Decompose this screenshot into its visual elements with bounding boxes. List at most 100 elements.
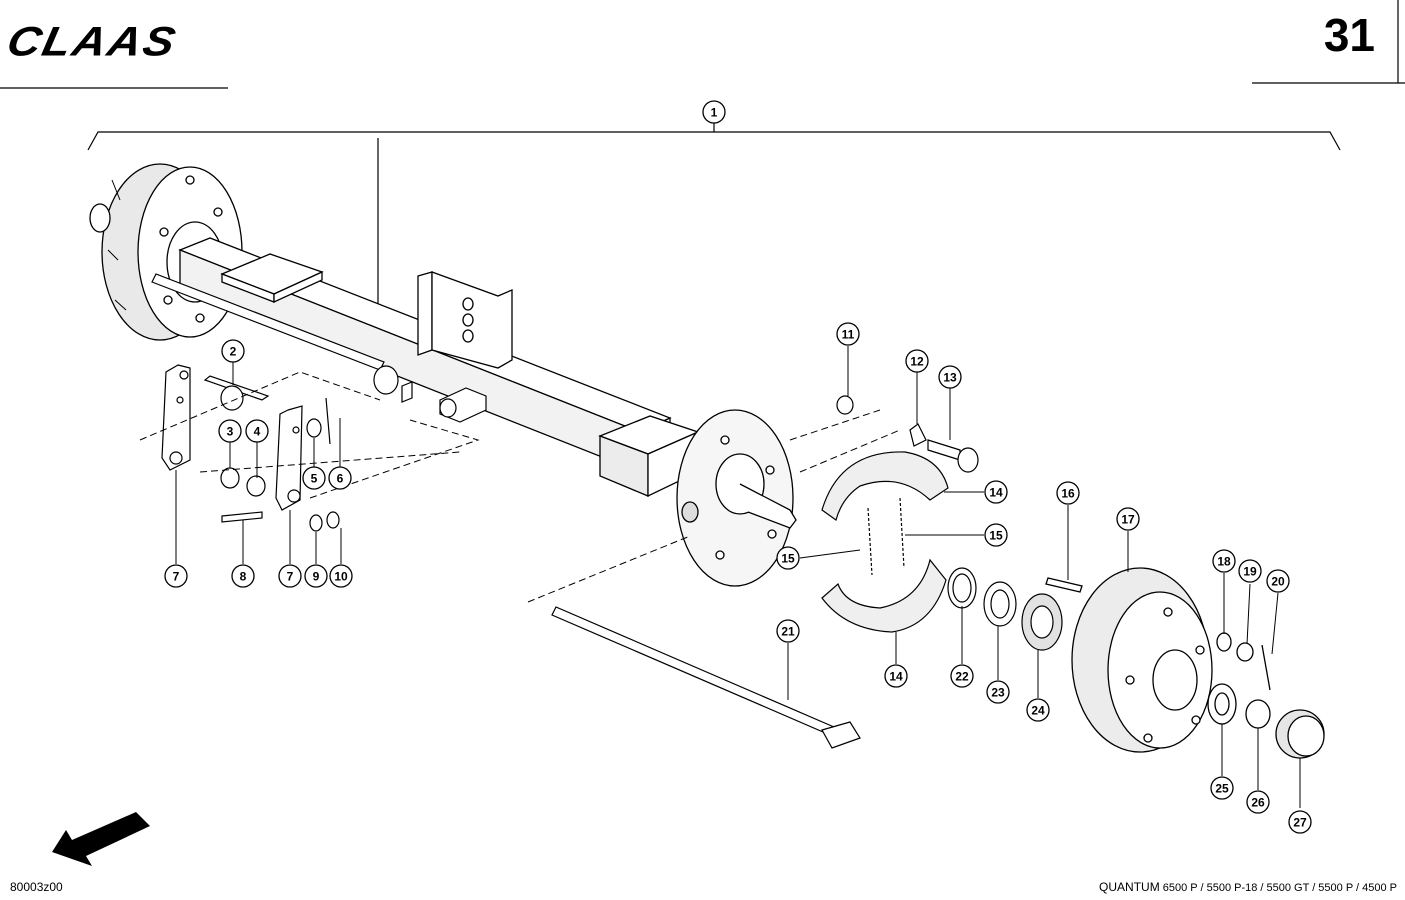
callout-circle — [1238, 559, 1262, 583]
callout-circle — [221, 339, 245, 363]
brake-drum-right — [1045, 567, 1325, 759]
callout-number: 1 — [711, 106, 718, 120]
callout-7: 7 — [278, 564, 302, 588]
callout-2: 2 — [221, 339, 245, 363]
callout-circle — [1212, 549, 1236, 573]
callout-5: 5 — [302, 466, 326, 490]
cam-shaft — [151, 273, 487, 423]
callout-20: 20 — [1266, 569, 1290, 593]
callout-circle — [218, 419, 242, 443]
callout-number: 17 — [1121, 513, 1135, 527]
callout-12: 12 — [905, 349, 929, 373]
callout-circle — [329, 564, 353, 588]
callout-circle — [836, 322, 860, 346]
callout-number: 8 — [240, 570, 247, 584]
callout-number: 11 — [842, 328, 855, 342]
callout-number: 20 — [1271, 575, 1285, 589]
callout-number: 2 — [230, 345, 237, 359]
callout-21: 21 — [776, 619, 800, 643]
callout-circle — [984, 523, 1008, 547]
callout-26: 26 — [1246, 790, 1270, 814]
callout-number: 21 — [781, 625, 795, 639]
brake-rod — [551, 606, 861, 749]
callout-15: 15 — [984, 523, 1008, 547]
callout-circle — [984, 480, 1008, 504]
model-list: QUANTUM 6500 P / 5500 P-18 / 5500 GT / 5… — [1099, 880, 1397, 894]
callout-circle — [1210, 776, 1234, 800]
callout-number: 22 — [955, 670, 969, 684]
callout-circle — [776, 619, 800, 643]
callout-circle — [245, 419, 269, 443]
callout-number: 14 — [889, 670, 903, 684]
callout-number: 14 — [989, 486, 1003, 500]
callout-circle — [1266, 569, 1290, 593]
callout-circle — [950, 664, 974, 688]
callout-circle — [164, 564, 188, 588]
callout-number: 4 — [254, 425, 261, 439]
callout-number: 7 — [173, 570, 180, 584]
callout-11: 11 — [836, 322, 860, 346]
callout-10: 10 — [329, 564, 353, 588]
callout-22: 22 — [950, 664, 974, 688]
callout-number: 3 — [227, 425, 234, 439]
callout-number: 23 — [991, 686, 1005, 700]
brake-shoes — [821, 451, 949, 633]
callout-number: 5 — [311, 472, 318, 486]
frame-lines — [0, 0, 1405, 89]
callout-circle — [1288, 810, 1312, 834]
callout-number: 12 — [910, 355, 924, 369]
callout-circle — [302, 466, 326, 490]
callout-14: 14 — [984, 480, 1008, 504]
callout-number: 10 — [334, 570, 348, 584]
callout-number: 18 — [1217, 555, 1231, 569]
callout-circle — [702, 100, 726, 124]
callout-24: 24 — [1026, 698, 1050, 722]
callout-6: 6 — [328, 466, 352, 490]
callout-1: 1 — [702, 100, 726, 124]
callout-circle — [884, 664, 908, 688]
callout-circle — [278, 564, 302, 588]
model-variants: 6500 P / 5500 P-18 / 5500 GT / 5500 P / … — [1162, 882, 1397, 894]
callout-circle — [1026, 698, 1050, 722]
callout-number: 13 — [943, 371, 957, 385]
callout-circle — [1116, 507, 1140, 531]
callout-19: 19 — [1238, 559, 1262, 583]
assembly-dashed-lines — [139, 371, 901, 603]
callout-25: 25 — [1210, 776, 1234, 800]
callout-circle — [905, 349, 929, 373]
callout-circle — [776, 546, 800, 570]
page-number: 31 — [1323, 9, 1375, 61]
callout-circle — [1056, 481, 1080, 505]
drawing-number: 80003z00 — [10, 880, 63, 894]
callout-number: 19 — [1243, 565, 1257, 579]
callout-number: 7 — [287, 570, 294, 584]
callout-7: 7 — [164, 564, 188, 588]
callout-13: 13 — [938, 365, 962, 389]
brake-backing-plate — [676, 409, 797, 587]
callout-number: 15 — [781, 552, 795, 566]
callout-number: 9 — [313, 570, 320, 584]
callout-number: 6 — [337, 472, 344, 486]
callout-4: 4 — [245, 419, 269, 443]
callout-number: 24 — [1031, 704, 1045, 718]
callout-circle — [304, 564, 328, 588]
callout-16: 16 — [1056, 481, 1080, 505]
callout-number: 16 — [1061, 487, 1075, 501]
direction-arrow-icon — [52, 812, 150, 866]
callout-15: 15 — [776, 546, 800, 570]
seals-bearings — [947, 567, 1063, 651]
axle-beam — [178, 237, 700, 498]
callout-number: 15 — [989, 529, 1003, 543]
callout-number: 26 — [1251, 796, 1265, 810]
callout-circle — [938, 365, 962, 389]
callout-circle — [328, 466, 352, 490]
callout-circle — [986, 680, 1010, 704]
callout-17: 17 — [1116, 507, 1140, 531]
callout-9: 9 — [304, 564, 328, 588]
leader-lines — [175, 346, 1301, 808]
callout-14: 14 — [884, 664, 908, 688]
callout-3: 3 — [218, 419, 242, 443]
